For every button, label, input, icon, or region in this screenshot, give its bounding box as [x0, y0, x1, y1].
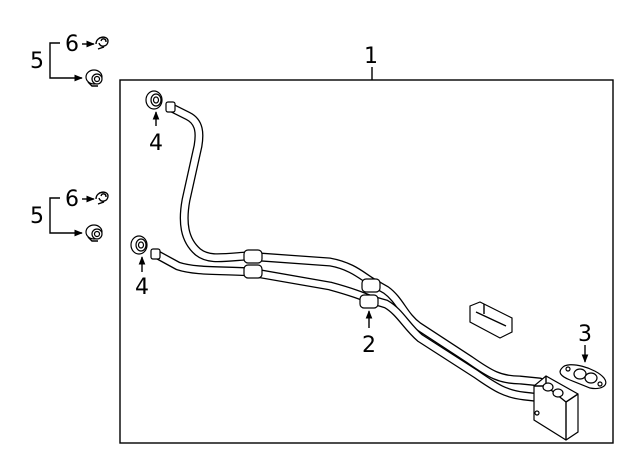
- upper-spring-clip-icon: [95, 36, 109, 50]
- callout-1: 1: [364, 44, 378, 69]
- connector-block: [533, 375, 579, 441]
- hose-couplings: [243, 249, 381, 309]
- callout-5-upper: 5: [30, 49, 44, 74]
- upper-group-bracket: [49, 42, 83, 82]
- lower-grommet-icon: [130, 235, 148, 255]
- upper-grommet-icon: [145, 90, 163, 110]
- callout-4-upper: 4: [149, 131, 163, 156]
- callout-6-lower: 6: [65, 187, 79, 212]
- upper-cooler-line: [167, 103, 545, 387]
- lower-group-bracket: [49, 197, 83, 237]
- lower-line-fitting: [150, 248, 161, 260]
- upper-push-pin-icon: [85, 69, 103, 87]
- callout-4-lower: 4: [135, 275, 149, 300]
- upper-line-fitting: [165, 101, 176, 113]
- lower-spring-clip-icon: [95, 191, 109, 205]
- assembly-frame: [119, 79, 614, 444]
- callout-5-lower: 5: [30, 204, 44, 229]
- gasket-icon: [559, 364, 607, 390]
- lower-push-pin-icon: [85, 224, 103, 242]
- callout-3: 3: [578, 322, 592, 347]
- callout-6-upper: 6: [65, 32, 79, 57]
- lower-clip-group: 5 6: [30, 187, 109, 242]
- line-bracket: [469, 301, 513, 339]
- callout-2: 2: [362, 333, 376, 358]
- upper-clip-group: 5 6: [30, 32, 109, 87]
